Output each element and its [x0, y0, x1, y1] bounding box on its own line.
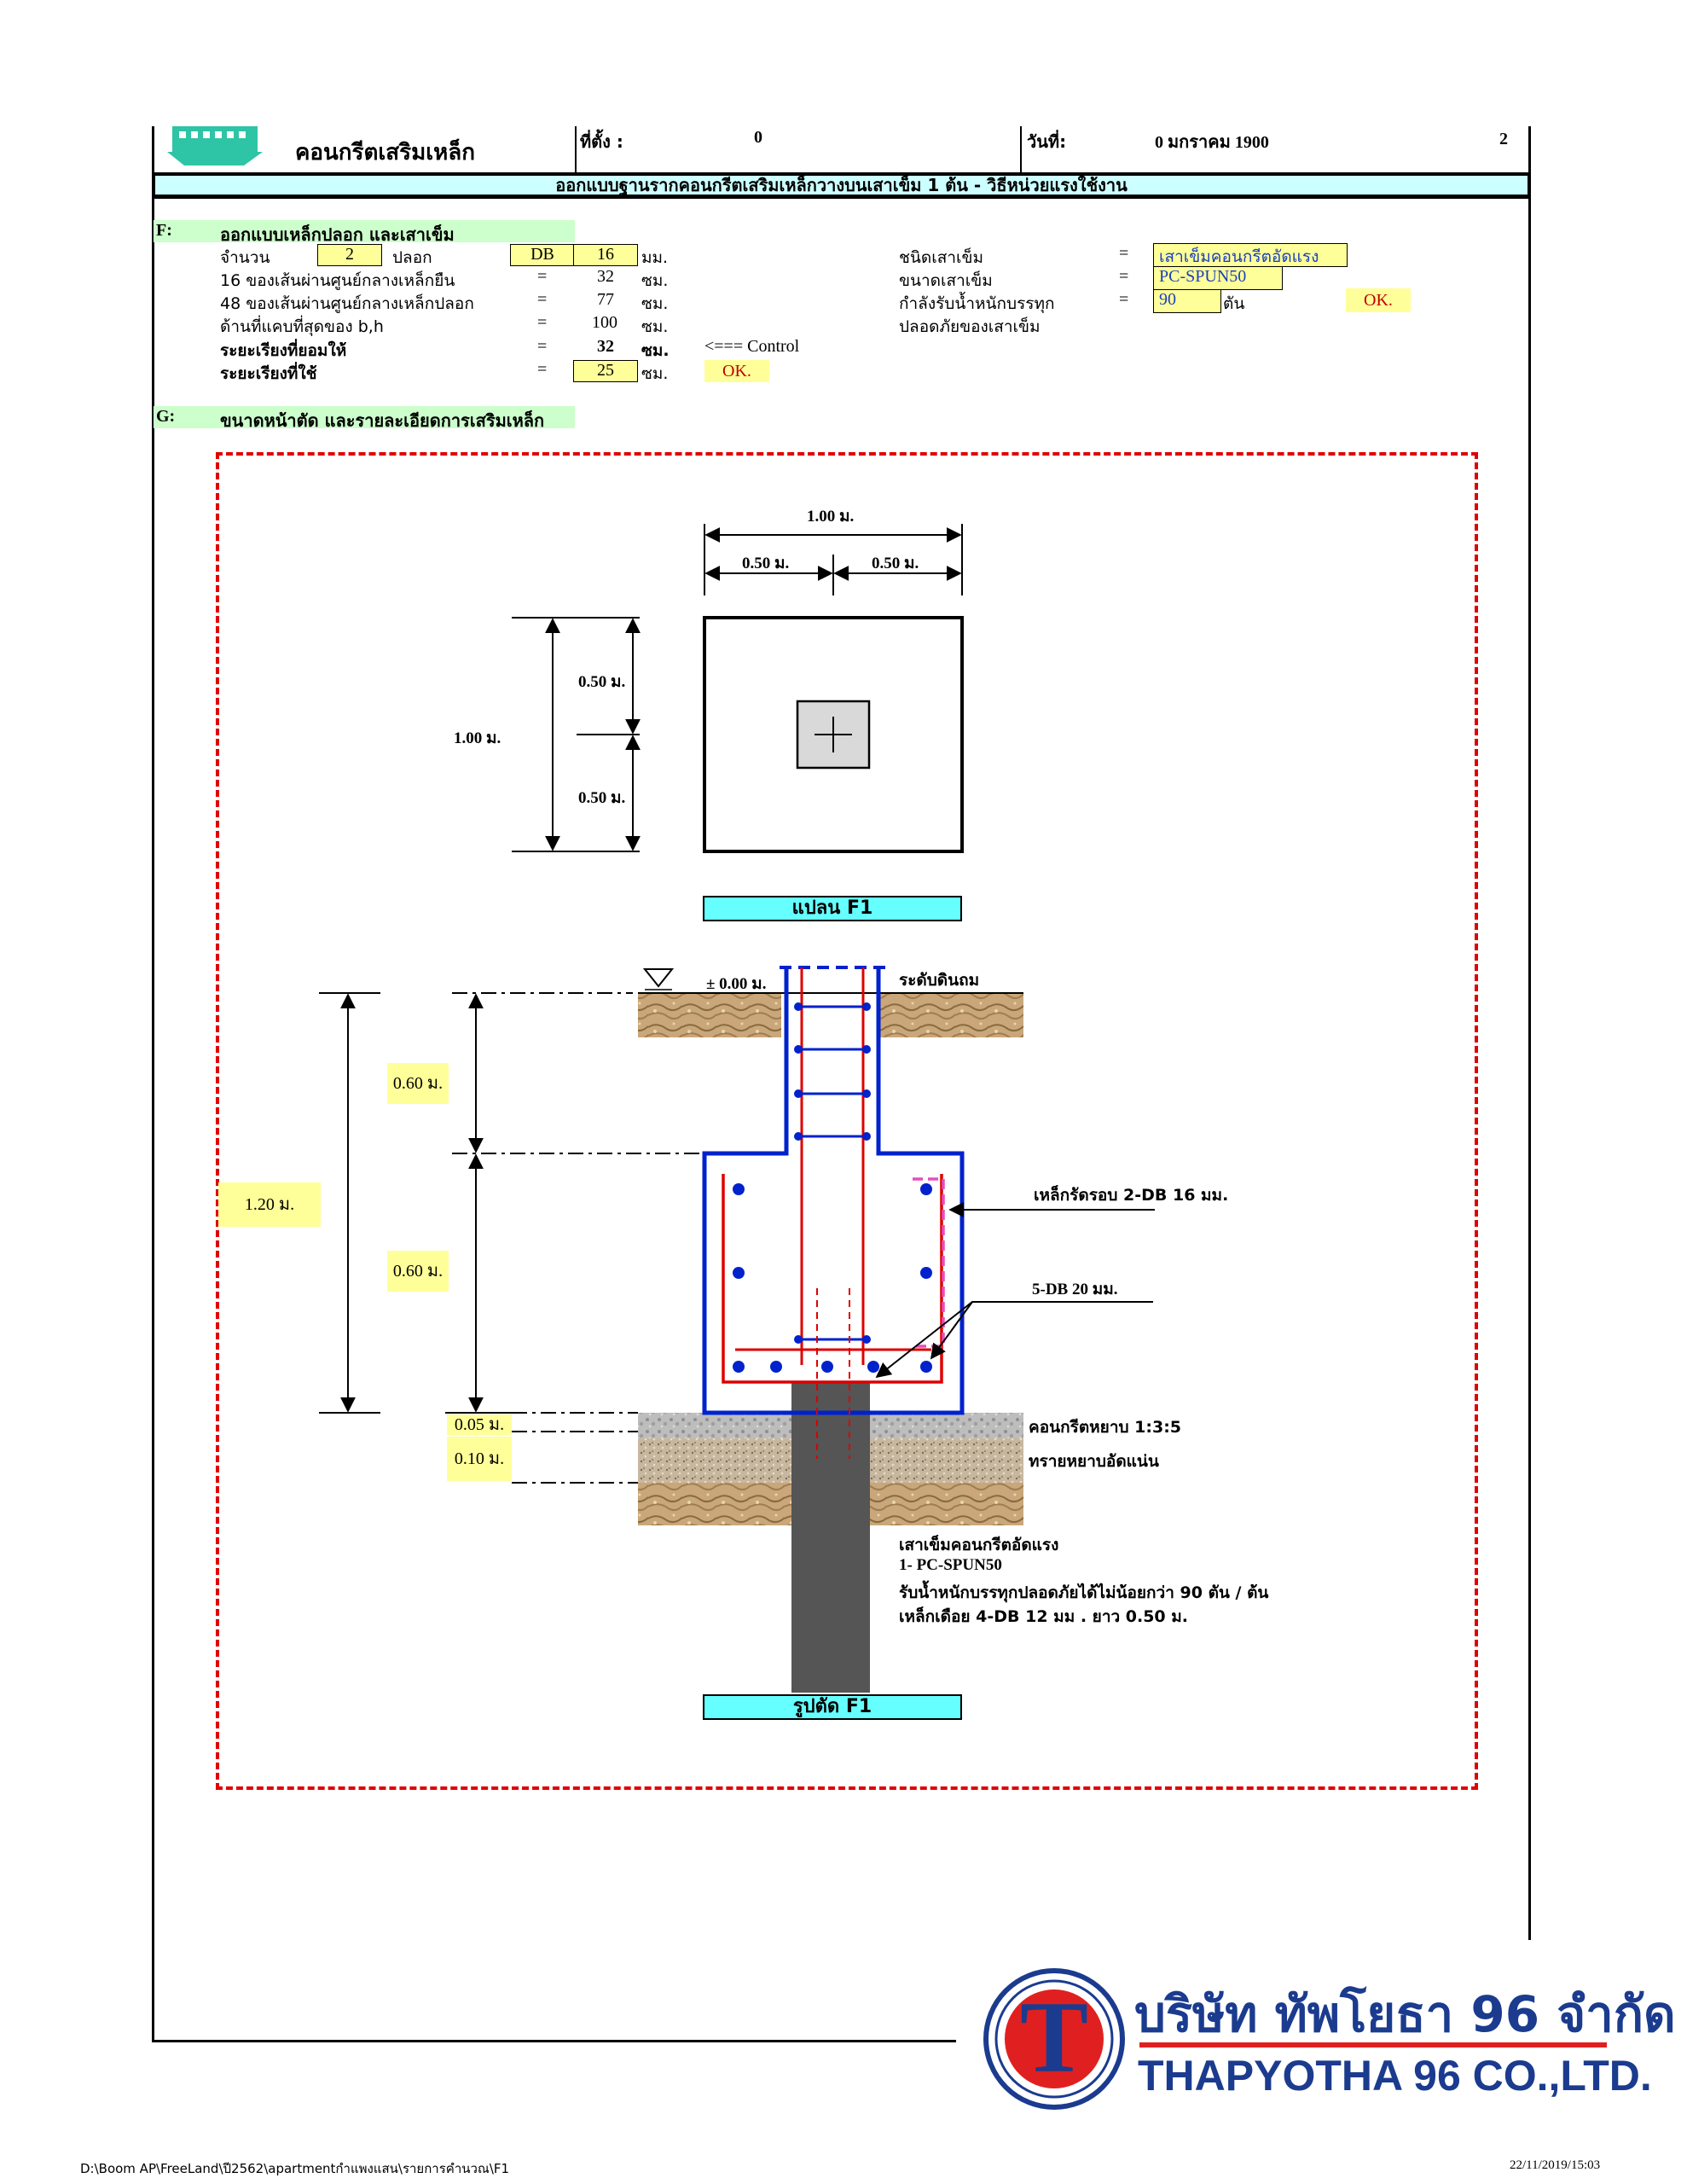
criteria-row-3-eq: =: [537, 313, 548, 332]
section-f-title: ออกแบบเหล็กปลอก และเสาเข็ม: [220, 224, 455, 245]
company-logo-letter: T: [1019, 1980, 1089, 2094]
section-g-code: G:: [156, 407, 176, 426]
footer-file-path: D:\Boom AP\FreeLand\ปี2562\apartmentกำแพ…: [80, 2161, 510, 2176]
plan-half-bottom: 0.50 ม.: [578, 789, 626, 807]
criteria-row-3-unit: ซม.: [641, 317, 669, 336]
used-spacing-status: OK.: [704, 360, 769, 382]
sand-note: ทรายหยาบอัดแน่น: [1029, 1452, 1159, 1471]
pile-safety-label: ปลอดภัยของเสาเข็ม: [899, 317, 1041, 336]
pile-section: [791, 1382, 870, 1693]
bar-size: 16: [573, 244, 638, 266]
criteria-row-2-label: 48 ของเส้นผ่านศูนย์กลางเหล็กปลอก: [220, 294, 474, 313]
lean-concrete-note: คอนกรีตหยาบ 1:3:5: [1029, 1418, 1182, 1437]
footing-section-outline: [702, 967, 965, 1415]
company-name-th: บริษัท ทัพโยธา 96 จำกัด: [1134, 1985, 1676, 2043]
section-label: รูปตัด F1: [703, 1694, 962, 1720]
criteria-row-1-value: 32: [597, 267, 614, 286]
dim-column: 0.60 ม.: [387, 1063, 449, 1104]
control-note: <=== Control: [704, 337, 800, 356]
dim-footing: 0.60 ม.: [387, 1251, 449, 1292]
company-name-en: THAPYOTHA 96 CO.,LTD.: [1138, 2052, 1652, 2100]
document-title: คอนกรีตเสริมเหล็ก: [295, 140, 475, 166]
dim-lean-concrete: 0.05 ม.: [447, 1414, 512, 1435]
section-f-code: F:: [156, 221, 172, 240]
footing-plan-outline: [703, 616, 964, 853]
capacity-label: กำลังรับน้ำหนักบรรทุก: [899, 294, 1055, 313]
ground-level-value: ± 0.00 ม.: [706, 975, 767, 993]
plan-half-right: 0.50 ม.: [872, 555, 919, 572]
pile-note-1: เสาเข็มคอนกรีตอัดแรง: [899, 1536, 1059, 1554]
capacity-eq: =: [1119, 290, 1129, 309]
capacity-status: OK.: [1346, 288, 1411, 312]
pile-type-label: ชนิดเสาเข็ม: [899, 248, 983, 267]
section-g-title: ขนาดหน้าตัด และรายละเอียดการเสริมเหล็ก: [220, 410, 545, 431]
pile-note-2: 1- PC-SPUN50: [899, 1556, 1002, 1574]
count-label: จำนวน: [220, 248, 270, 267]
allowable-spacing-value: 32: [597, 337, 614, 356]
app-logo-icon: [167, 126, 263, 166]
bar-unit: มม.: [641, 248, 669, 267]
criteria-row-1-label: 16 ของเส้นผ่านศูนย์กลางเหล็กยืน: [220, 271, 455, 290]
drawing-frame: [216, 452, 1478, 1790]
plan-total-width: 1.00 ม.: [807, 508, 855, 526]
pile-type-value: เสาเข็มคอนกรีตอัดแรง: [1153, 243, 1348, 267]
dim-total: 1.20 ม.: [218, 1182, 321, 1227]
criteria-row-1-eq: =: [537, 267, 548, 286]
allowable-spacing-eq: =: [537, 337, 548, 356]
section-view: [319, 966, 1155, 1693]
capacity-value: 90: [1153, 289, 1221, 313]
page-number: 2: [1499, 130, 1508, 148]
allowable-spacing-label: ระยะเรียงที่ยอมให้: [220, 341, 347, 360]
count-value: 2: [317, 244, 382, 266]
used-spacing-unit: ซม.: [641, 364, 669, 383]
capacity-unit: ตัน: [1223, 294, 1245, 313]
footer-timestamp: 22/11/2019/15:03: [1510, 2158, 1601, 2172]
criteria-row-1-unit: ซม.: [641, 271, 669, 290]
criteria-row-2-eq: =: [537, 290, 548, 309]
used-spacing-value: 25: [573, 360, 638, 382]
date-label: วันที่:: [1027, 131, 1067, 152]
plan-half-top: 0.50 ม.: [578, 673, 626, 691]
pile-note-3: รับน้ำหนักบรรทุกปลอดภัยได้ไม่น้อยกว่า 90…: [899, 1583, 1269, 1602]
plan-half-left: 0.50 ม.: [742, 555, 790, 572]
criteria-row-3-value: 100: [592, 313, 617, 332]
main-bar-note: 5-DB 20 มม.: [1032, 1281, 1118, 1298]
date-value: 0 มกราคม 1900: [1155, 133, 1269, 152]
document-subtitle: ออกแบบฐานรากคอนกรีตเสริมเหล็กวางบนเสาเข็…: [154, 174, 1529, 196]
pile-size-label: ขนาดเสาเข็ม: [899, 271, 993, 290]
company-logo-icon: [983, 1968, 1125, 2110]
pile-size-value: PC-SPUN50: [1153, 266, 1283, 290]
allowable-spacing-unit: ซม.: [641, 341, 670, 360]
pile-size-eq: =: [1119, 267, 1129, 286]
dim-sand: 0.10 ม.: [447, 1437, 512, 1481]
location-value: 0: [754, 128, 762, 147]
plan-view: [512, 524, 964, 853]
criteria-row-2-unit: ซม.: [641, 294, 669, 313]
stirrup-label: ปลอก: [392, 248, 432, 267]
plan-total-height: 1.00 ม.: [454, 729, 501, 747]
location-label: ที่ตั้ง :: [580, 131, 623, 152]
ground-level-label: ระดับดินถม: [899, 971, 980, 990]
ground-level-marker: [642, 968, 675, 988]
stirrup-note: เหล็กรัดรอบ 2-DB 16 มม.: [1034, 1186, 1229, 1205]
pile-note-4: เหล็กเดือย 4-DB 12 มม . ยาว 0.50 ม.: [899, 1607, 1189, 1626]
criteria-row-3-label: ด้านที่แคบที่สุดของ b,h: [220, 317, 384, 336]
pile-type-eq: =: [1119, 244, 1129, 263]
bar-type: DB: [510, 244, 575, 266]
used-spacing-eq: =: [537, 360, 548, 379]
used-spacing-label: ระยะเรียงที่ใช้: [220, 364, 317, 383]
plan-label: แปลน F1: [703, 896, 962, 921]
criteria-row-2-value: 77: [597, 290, 614, 309]
